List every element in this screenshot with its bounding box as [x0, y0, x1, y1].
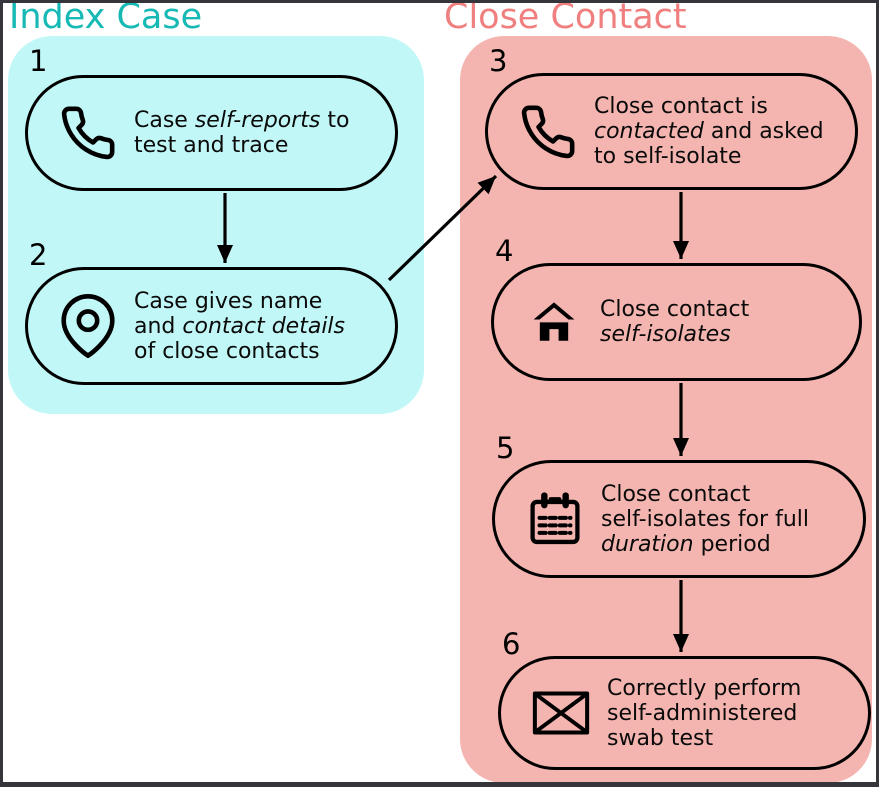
- node-number: 5: [496, 431, 515, 465]
- phone-icon: [516, 103, 580, 161]
- calendar-icon: [523, 486, 587, 552]
- node-number: 1: [29, 44, 48, 78]
- close-contact-title: Close Contact: [444, 0, 687, 37]
- node-number: 2: [29, 238, 48, 272]
- node-text: Case gives name and contact details of c…: [134, 288, 346, 364]
- node-text: Close contact self-isolates for full dur…: [601, 481, 809, 557]
- node-text: Close contact self-isolates: [600, 297, 750, 347]
- location-pin-icon: [56, 291, 120, 361]
- node-box: Correctly perform self-administered swab…: [498, 656, 871, 770]
- node-box: Case gives name and contact details of c…: [25, 267, 398, 385]
- node-number: 4: [495, 234, 514, 268]
- node-box: Close contact self-isolates for full dur…: [492, 460, 866, 578]
- home-icon: [522, 297, 586, 347]
- node-number: 3: [489, 44, 508, 78]
- envelope-icon: [529, 685, 593, 741]
- node-box: Case self-reports to test and trace: [25, 75, 398, 191]
- node-box: Close contact self-isolates: [491, 263, 862, 381]
- index-case-title: Index Case: [9, 0, 203, 37]
- phone-icon: [56, 104, 120, 162]
- node-text: Close contact is contacted and asked to …: [594, 94, 824, 169]
- node-box: Close contact is contacted and asked to …: [485, 73, 858, 190]
- node-text: Correctly perform self-administered swab…: [607, 675, 802, 751]
- node-number: 6: [502, 627, 521, 661]
- node-text: Case self-reports to test and trace: [134, 108, 350, 158]
